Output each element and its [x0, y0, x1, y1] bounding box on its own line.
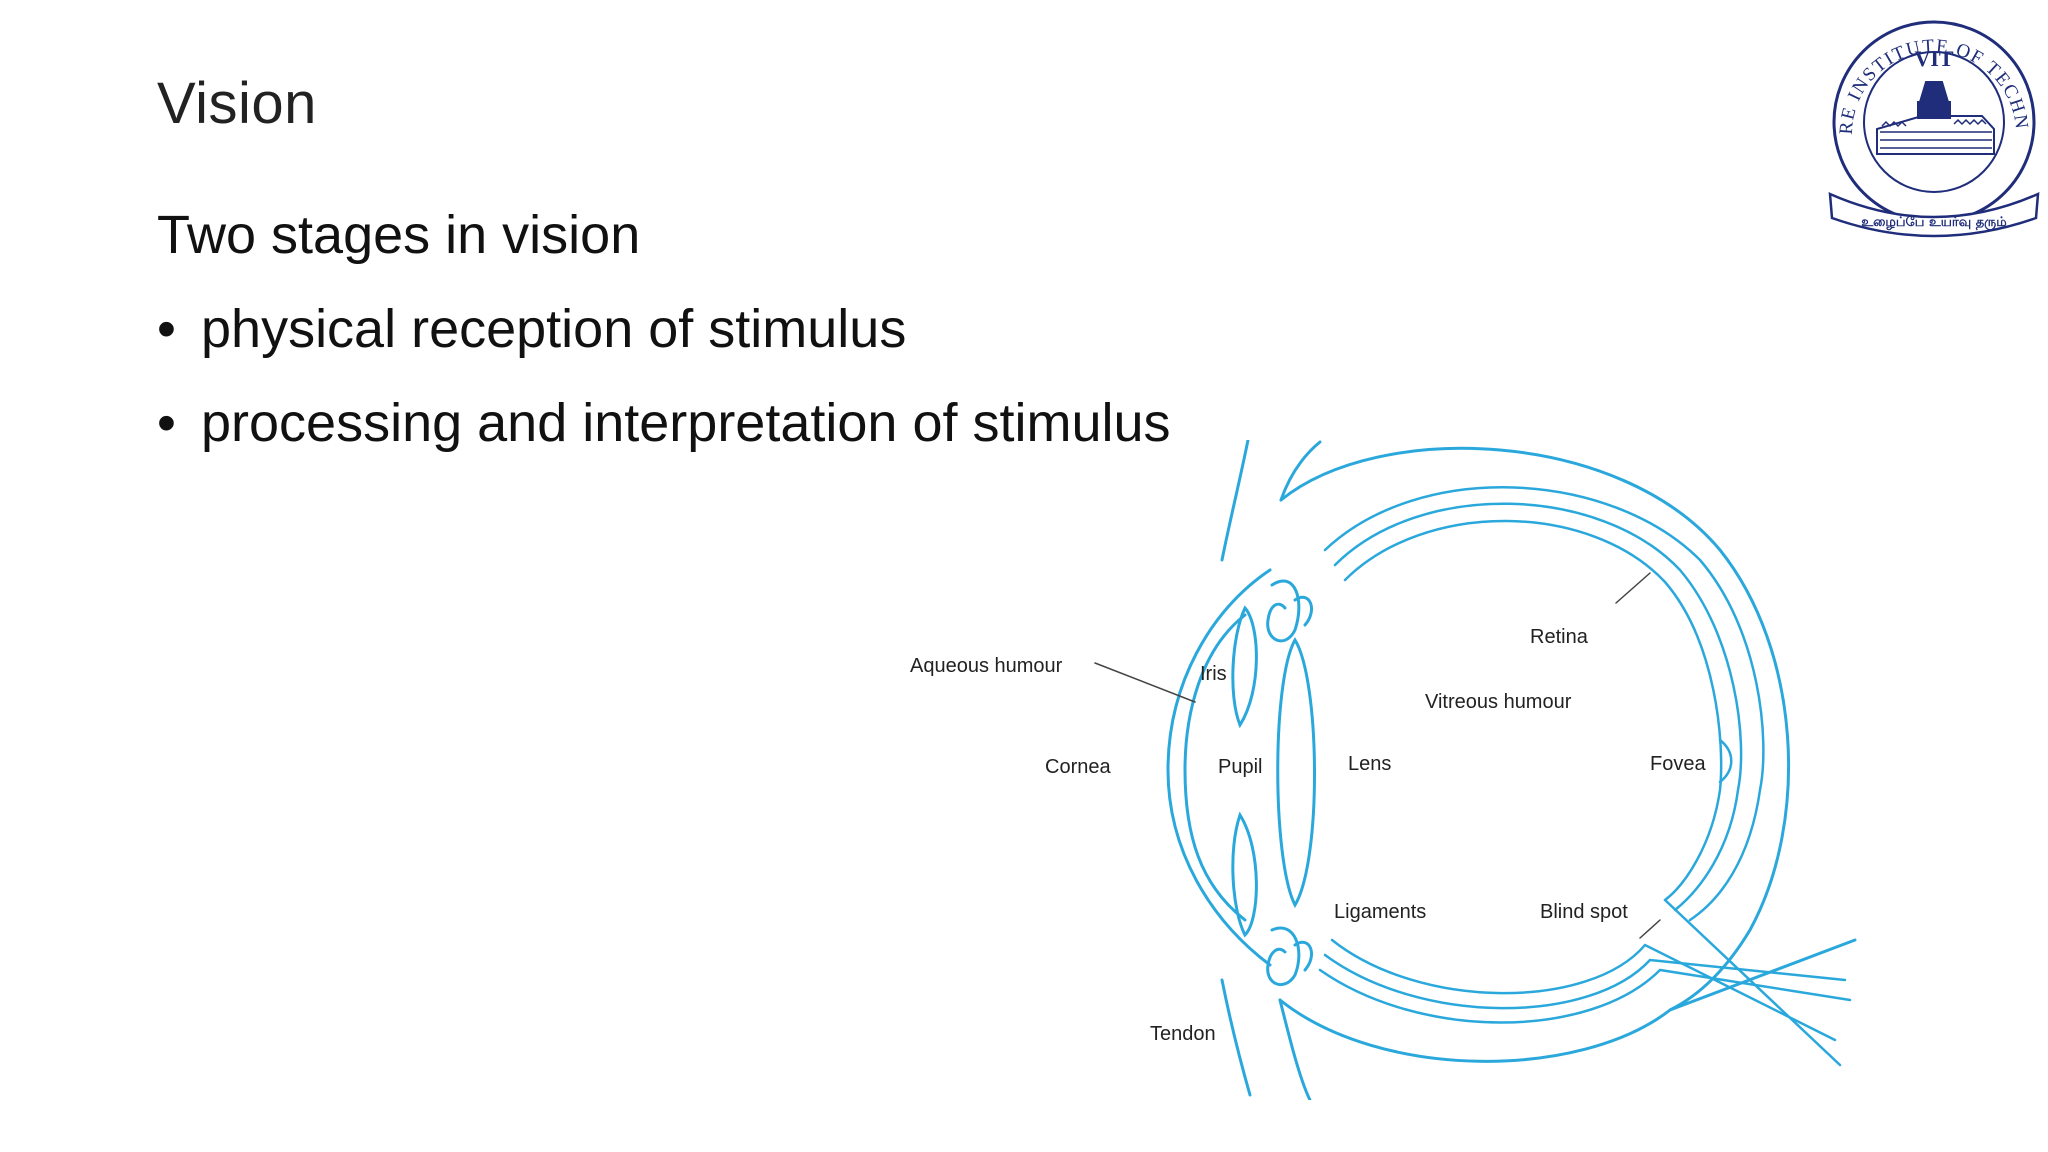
bullet-text: processing and interpretation of stimulu…	[201, 393, 1171, 453]
label-blind-spot: Blind spot	[1540, 901, 1628, 923]
eye-diagram: Aqueous humour Iris Cornea Pupil Lens Re…	[910, 440, 1857, 1100]
label-aqueous: Aqueous humour	[910, 655, 1063, 677]
label-vitreous: Vitreous humour	[1425, 691, 1572, 713]
label-ligaments: Ligaments	[1334, 901, 1426, 923]
logo-fort-icon	[1876, 81, 1995, 155]
slide-body: Two stages in vision • physical reception…	[157, 188, 1171, 470]
logo-motto: உழைப்பே உயர்வு தரும்	[1861, 215, 2007, 230]
bullet-item: • processing and interpretation of stimul…	[157, 376, 1171, 470]
slide-title: Vision	[157, 71, 317, 136]
label-fovea: Fovea	[1650, 753, 1706, 775]
label-retina: Retina	[1530, 626, 1589, 648]
eye-outline	[1094, 440, 1857, 1100]
label-cornea: Cornea	[1045, 756, 1111, 778]
bullet-glyph: •	[157, 393, 176, 453]
label-tendon: Tendon	[1150, 1023, 1216, 1045]
label-iris: Iris	[1200, 663, 1227, 685]
bullet-glyph: •	[157, 299, 176, 359]
label-lens: Lens	[1348, 753, 1391, 775]
label-pupil: Pupil	[1218, 756, 1262, 778]
bullet-item: • physical reception of stimulus	[157, 282, 1171, 376]
bullet-text: physical reception of stimulus	[201, 299, 907, 359]
body-heading: Two stages in vision	[157, 205, 641, 265]
logo-abbr: VIT	[1914, 46, 1953, 71]
vit-logo: VELLORE INSTITUTE OF TECHNOLOGY VIT உழைப…	[1822, 4, 2040, 238]
